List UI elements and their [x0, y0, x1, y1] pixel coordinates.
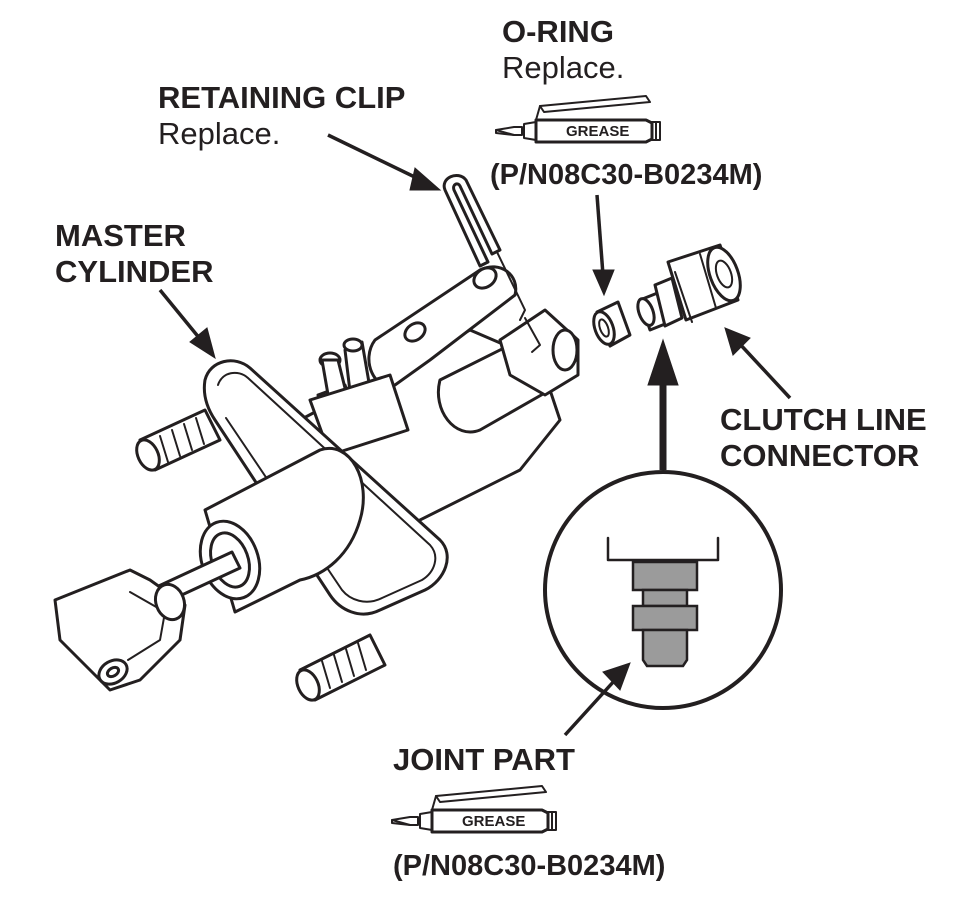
master-cylinder-illustration — [53, 265, 580, 702]
clutch-line-connector-illustration — [636, 243, 742, 332]
o-ring-illustration — [592, 300, 632, 348]
master-cylinder-label: MASTER CYLINDER — [55, 218, 213, 289]
grease-tube-text: GREASE — [462, 813, 525, 830]
retaining-clip-title: RETAINING CLIP — [158, 80, 405, 115]
clutch-line-connector-line2: CONNECTOR — [720, 438, 919, 473]
master-cylinder-line2: CYLINDER — [55, 254, 213, 289]
master-cylinder-line1: MASTER — [55, 218, 186, 253]
grease-tube-icon: GREASE — [390, 784, 558, 834]
grease-tube-text: GREASE — [566, 123, 629, 140]
joint-part-title: JOINT PART — [393, 742, 575, 777]
clutch-line-connector-label: CLUTCH LINE CONNECTOR — [720, 402, 927, 473]
clutch-line-connector-line1: CLUTCH LINE — [720, 402, 927, 437]
o-ring-label: O-RING Replace. — [502, 14, 624, 85]
retaining-clip-note: Replace. — [158, 116, 280, 151]
o-ring-title: O-RING — [502, 14, 614, 49]
grease-tube-icon: GREASE — [494, 94, 662, 144]
retaining-clip-label: RETAINING CLIP Replace. — [158, 80, 405, 151]
joint-part-detail-illustration — [543, 470, 783, 710]
joint-part-part-number: (P/N08C30-B0234M) — [393, 850, 665, 882]
upper-stud — [135, 408, 222, 472]
o-ring-part-number: (P/N08C30-B0234M) — [490, 159, 762, 191]
leader-arrows — [158, 133, 792, 737]
lower-stud — [295, 633, 387, 702]
retaining-clip-illustration — [442, 174, 526, 321]
clevis — [53, 568, 187, 692]
o-ring-note: Replace. — [502, 50, 624, 85]
